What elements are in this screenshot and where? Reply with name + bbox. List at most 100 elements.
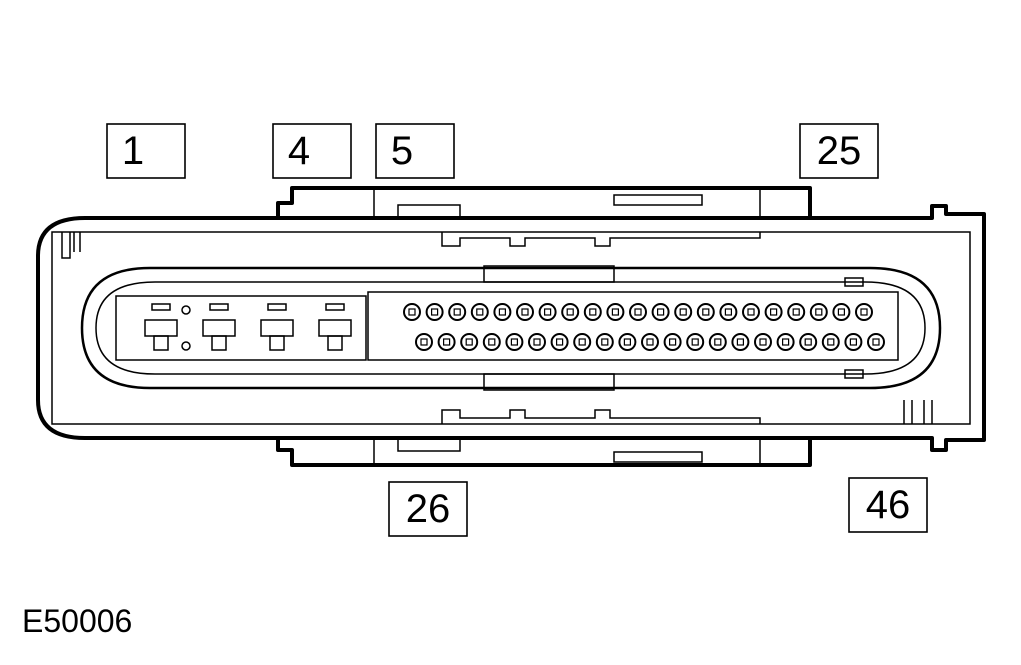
pin-contact — [488, 338, 496, 346]
pin-contact — [646, 338, 654, 346]
pin-cavity — [821, 333, 840, 351]
pin-contact — [623, 338, 632, 346]
pin-cavity — [731, 333, 750, 351]
pin-contact — [827, 338, 835, 346]
pin-label-1: 1 — [122, 129, 144, 173]
pin-cavity — [448, 303, 467, 321]
pin-block-tab-bottom — [844, 369, 864, 379]
latch-slot-bottom-left — [397, 437, 461, 452]
end-latch-bottom-right — [903, 400, 933, 424]
pin-contact — [679, 308, 687, 316]
pin-cavity — [867, 333, 885, 351]
pin-cavity — [460, 333, 479, 351]
locator-hole — [181, 305, 191, 315]
pin-contact — [510, 338, 518, 346]
pin-block-key-bottom — [483, 373, 615, 391]
pin-cavity — [844, 333, 863, 351]
pin-cavity — [516, 303, 534, 321]
pin-contact — [781, 338, 790, 346]
pin-cavity — [505, 333, 524, 351]
pin-contact — [601, 338, 609, 346]
pin-cavity — [754, 333, 772, 351]
pin-cavity — [538, 303, 557, 321]
pin-label-25: 25 — [817, 129, 862, 173]
pin-contact — [533, 338, 541, 346]
latch-slot-bottom-right — [613, 451, 703, 463]
pin-contact — [465, 338, 473, 346]
pin-cavity — [606, 303, 625, 321]
callout-pin-26: 26 — [388, 481, 468, 537]
pin-contact — [589, 308, 597, 316]
small-pin-array — [403, 303, 885, 351]
pin-contact — [611, 308, 620, 316]
pin-contact — [543, 308, 552, 316]
pin-cavity — [528, 333, 546, 351]
pin-contact — [872, 338, 880, 346]
pin-contact — [860, 308, 868, 316]
figure-id: E50006 — [22, 603, 133, 639]
pin-cavity — [742, 303, 760, 321]
pin-contact — [453, 308, 461, 316]
pin-cavity — [561, 303, 580, 321]
pin-contact — [714, 338, 722, 346]
pin-cavity — [583, 303, 602, 321]
pin-label-4: 4 — [288, 129, 310, 173]
large-terminal — [260, 303, 294, 351]
pin-contact — [691, 338, 699, 346]
pin-contact — [702, 308, 710, 316]
pin-contact — [736, 338, 745, 346]
callout-pin-1: 1 — [106, 123, 186, 179]
pin-cavity — [437, 333, 456, 351]
pin-contact — [555, 338, 564, 346]
mating-face-oval — [80, 266, 942, 390]
pin-label-26: 26 — [406, 487, 451, 531]
keying-rail-top — [441, 232, 761, 247]
pin-cavity — [696, 303, 715, 321]
pin-cavity — [550, 333, 569, 351]
pin-contact — [566, 308, 574, 316]
callout-pin-46: 46 — [848, 477, 928, 533]
pin-contact — [759, 338, 767, 346]
pin-cavity — [493, 303, 512, 321]
pin-label-46: 46 — [866, 483, 911, 527]
pin-cavity — [719, 303, 738, 321]
pin-contact — [792, 308, 800, 316]
pin-contact — [431, 308, 439, 316]
pin-contact — [634, 308, 642, 316]
small-pin-block — [367, 291, 899, 361]
pin-cavity — [764, 303, 783, 321]
pin-cavity — [629, 303, 647, 321]
pin-cavity — [787, 303, 806, 321]
pin-contact — [837, 308, 846, 316]
pin-cavity — [708, 333, 727, 351]
pin-cavity — [641, 333, 659, 351]
pin-contact — [804, 338, 812, 346]
pin-cavity — [776, 333, 795, 351]
pin-contact — [521, 308, 529, 316]
pin-block-key-top — [483, 265, 615, 283]
pin-cavity — [799, 333, 818, 351]
large-terminal-area — [115, 295, 367, 361]
pin-cavity — [832, 303, 851, 321]
pin-cavity — [663, 333, 682, 351]
pin-cavity — [415, 333, 433, 351]
pin-contact — [408, 308, 416, 316]
callout-pin-5: 5 — [375, 123, 455, 179]
pin-contact — [724, 308, 733, 316]
pin-contact — [815, 308, 823, 316]
pin-contact — [420, 338, 428, 346]
large-terminals — [144, 303, 352, 351]
pin-cavity — [482, 333, 501, 351]
pin-cavity — [573, 333, 592, 351]
mating-face-inner-oval — [95, 281, 926, 375]
pin-cavity — [403, 303, 421, 321]
pin-contact — [443, 338, 451, 346]
pin-label-5: 5 — [391, 129, 413, 173]
housing-top-block — [276, 186, 812, 218]
large-terminal — [144, 303, 178, 351]
callout-pin-4: 4 — [272, 123, 352, 179]
pin-cavity — [595, 333, 614, 351]
pin-cavity — [651, 303, 670, 321]
pin-contact — [578, 338, 586, 346]
